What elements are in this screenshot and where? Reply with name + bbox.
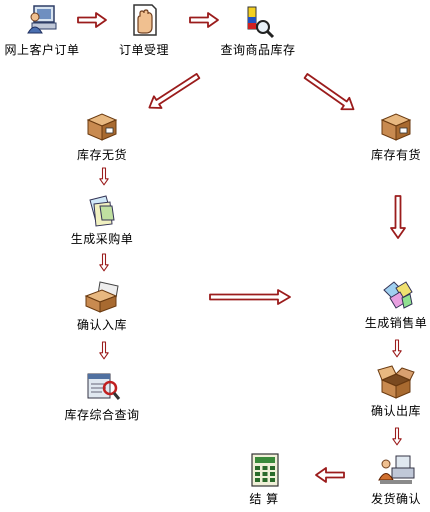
package-icon xyxy=(84,281,119,313)
node-query-inventory[interactable]: 查询商品库存 xyxy=(208,3,308,58)
node-generate-sales[interactable]: 生成销售单 xyxy=(356,276,430,331)
node-generate-po[interactable]: 生成采购单 xyxy=(62,192,142,247)
node-confirm-outbound[interactable]: 确认出库 xyxy=(356,364,430,419)
node-settlement[interactable]: 结 算 xyxy=(224,452,304,507)
node-online-order[interactable]: 网上客户订单 xyxy=(2,3,82,58)
box-icon xyxy=(380,113,412,141)
report-search-icon xyxy=(87,373,121,400)
node-label: 库存综合查询 xyxy=(64,408,140,422)
node-confirm-inbound[interactable]: 确认入库 xyxy=(62,278,142,333)
arrow-order-to-accept xyxy=(77,12,107,28)
node-label: 库存无货 xyxy=(76,148,127,162)
arrow-outbound-to-shipping xyxy=(392,427,402,446)
node-label: 网上客户订单 xyxy=(4,43,80,57)
search-magnifier-icon xyxy=(247,6,275,39)
node-label: 查询商品库存 xyxy=(220,43,296,57)
arrow-inbound-to-sales xyxy=(209,289,291,305)
node-label: 确认出库 xyxy=(370,404,421,418)
arrow-query-to-nostock xyxy=(148,73,201,109)
node-label: 结 算 xyxy=(249,492,279,506)
node-label: 发货确认 xyxy=(370,492,421,506)
node-has-stock[interactable]: 库存有货 xyxy=(356,108,430,163)
arrow-po-to-inbound xyxy=(99,253,109,272)
arrow-sales-to-outbound xyxy=(392,339,402,358)
node-label: 库存有货 xyxy=(370,148,421,162)
printer-user-icon xyxy=(378,455,415,484)
node-label: 确认入库 xyxy=(76,318,127,332)
node-order-accept[interactable]: 订单受理 xyxy=(104,3,184,58)
hand-document-icon xyxy=(133,4,157,36)
node-label: 生成采购单 xyxy=(70,232,134,246)
box-icon xyxy=(86,113,118,141)
calculator-icon xyxy=(251,453,279,487)
arrow-shipping-to-settlement xyxy=(315,467,345,483)
arrow-inbound-to-query xyxy=(99,341,109,360)
node-no-stock[interactable]: 库存无货 xyxy=(62,108,142,163)
node-inventory-query[interactable]: 库存综合查询 xyxy=(62,368,142,423)
arrow-nostock-to-po xyxy=(99,167,109,186)
node-label: 生成销售单 xyxy=(364,316,428,330)
computer-user-icon xyxy=(27,5,57,34)
arrow-query-to-hasstock xyxy=(303,73,355,111)
documents-icon xyxy=(89,195,115,227)
open-box-icon xyxy=(377,365,415,399)
node-label: 订单受理 xyxy=(118,43,169,57)
cards-icon xyxy=(383,281,413,309)
node-confirm-shipping[interactable]: 发货确认 xyxy=(356,452,430,507)
arrow-hasstock-to-sales xyxy=(390,195,406,239)
